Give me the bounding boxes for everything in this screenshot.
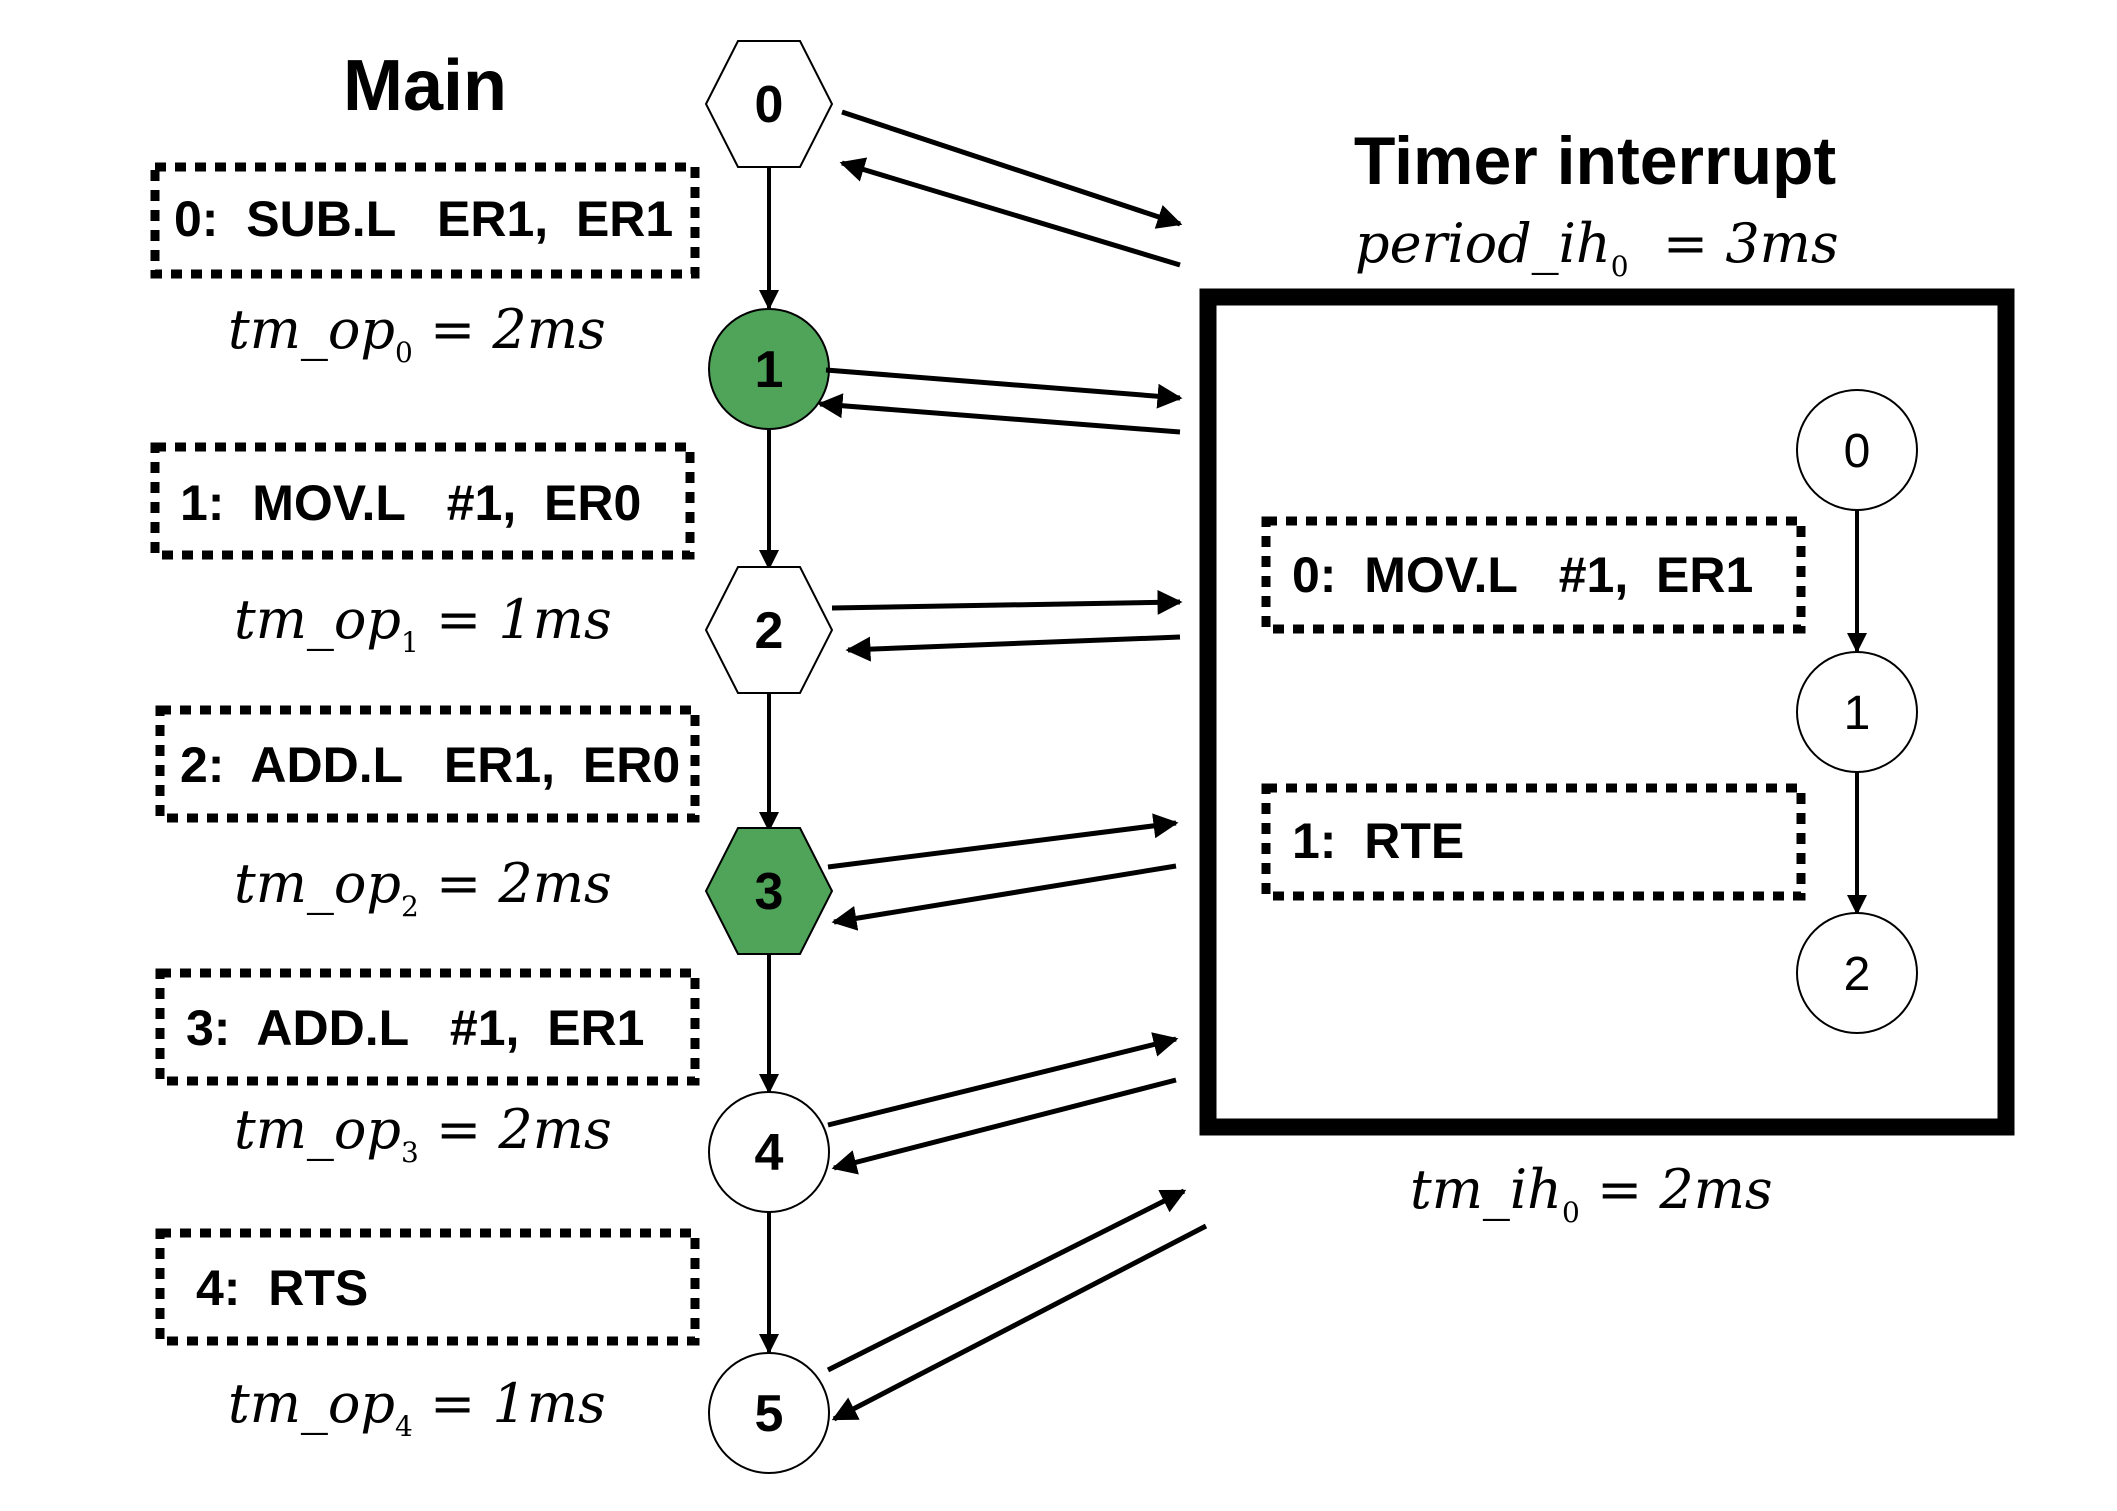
main-instruction-box-0 bbox=[150, 162, 700, 279]
call-arrow-1 bbox=[825, 367, 1183, 409]
main-timing-0-base: tm_op bbox=[228, 298, 395, 361]
interrupt-node-0-shape bbox=[1796, 389, 1918, 511]
return-arrow-2 bbox=[845, 634, 1181, 662]
main-timing-4-rest: = 1ms bbox=[413, 1372, 606, 1435]
main-node-1: 1 bbox=[708, 308, 830, 430]
main-node-1-label: 1 bbox=[755, 341, 784, 399]
interrupt-node-2-label: 2 bbox=[1844, 948, 1871, 1001]
main-timing-4-base: tm_op bbox=[228, 1372, 395, 1435]
interrupt-period: period_ih0 = 3ms bbox=[1355, 212, 1839, 283]
call-arrow-0 bbox=[841, 109, 1183, 229]
interrupt-period-base: period_ih bbox=[1355, 212, 1611, 275]
return-arrow-4 bbox=[831, 1077, 1177, 1175]
interrupt-instruction-box-1 bbox=[1261, 783, 1806, 901]
interrupt-node-0-label: 0 bbox=[1844, 425, 1871, 478]
main-node-2: 2 bbox=[704, 566, 834, 694]
interrupt-period-sub: 0 bbox=[1611, 250, 1629, 283]
main-instruction-1: 1: MOV.L #1, ER0 bbox=[180, 475, 641, 531]
interrupt-timing-sub: 0 bbox=[1562, 1196, 1580, 1229]
interrupt-call-arrows bbox=[817, 109, 1208, 1422]
return-arrow-0 bbox=[839, 157, 1181, 268]
main-timing-4-sub: 4 bbox=[395, 1410, 413, 1443]
interrupt-nodes: 0 1 2 bbox=[1796, 389, 1918, 1034]
main-title: Main bbox=[343, 46, 507, 126]
interrupt-instruction-box-0 bbox=[1261, 516, 1806, 634]
main-instruction-4: 4: RTS bbox=[196, 1260, 368, 1316]
interrupt-timing-rest: = 2ms bbox=[1580, 1158, 1773, 1221]
main-node-5: 5 bbox=[708, 1352, 830, 1474]
main-timing-1-base: tm_op bbox=[234, 588, 401, 651]
main-node-0: 0 bbox=[704, 40, 834, 168]
main-instruction-box-2 bbox=[155, 705, 700, 823]
call-arrow-5 bbox=[826, 1188, 1187, 1373]
interrupt-instruction-0: 0: MOV.L #1, ER1 bbox=[1292, 547, 1753, 603]
interrupt-period-rest: = 3ms bbox=[1629, 212, 1839, 275]
main-node-2-label: 2 bbox=[755, 602, 784, 660]
interrupt-node-1-shape bbox=[1796, 651, 1918, 773]
main-timing-0-rest: = 2ms bbox=[413, 298, 606, 361]
interrupt-node-1-label: 1 bbox=[1844, 687, 1871, 740]
main-timing-0: tm_op0 = 2ms bbox=[228, 298, 606, 369]
main-instruction-2: 2: ADD.L ER1, ER0 bbox=[180, 737, 680, 793]
call-arrow-3 bbox=[827, 813, 1179, 870]
main-timing-3-base: tm_op bbox=[234, 1098, 401, 1161]
main-timing-2: tm_op2 = 2ms bbox=[234, 852, 612, 923]
main-instruction-box-3 bbox=[155, 968, 700, 1086]
return-arrow-5 bbox=[831, 1223, 1208, 1422]
main-instruction-0: 0: SUB.L ER1, ER1 bbox=[174, 191, 673, 247]
interrupt-title: Timer interrupt bbox=[1354, 123, 1836, 199]
main-node-5-shape bbox=[708, 1352, 830, 1474]
main-timing-4: tm_op4 = 1ms bbox=[228, 1372, 606, 1443]
main-node-2-shape bbox=[704, 566, 834, 694]
main-node-4-label: 4 bbox=[755, 1124, 784, 1182]
interrupt-instruction-1: 1: RTE bbox=[1292, 813, 1464, 869]
interrupt-handler-frame bbox=[1199, 288, 2015, 1136]
main-timing-1: tm_op1 = 1ms bbox=[234, 588, 612, 659]
interrupt-instruction-boxes bbox=[1261, 516, 1806, 901]
interrupt-timing-base: tm_ih bbox=[1410, 1158, 1562, 1221]
main-timing-2-base: tm_op bbox=[234, 852, 401, 915]
call-arrow-2 bbox=[831, 589, 1183, 615]
main-timing-1-sub: 1 bbox=[401, 626, 419, 659]
main-timing-2-sub: 2 bbox=[401, 890, 419, 923]
interrupt-node-0: 0 bbox=[1796, 389, 1918, 511]
main-node-5-label: 5 bbox=[755, 1385, 784, 1443]
main-node-0-label: 0 bbox=[755, 76, 784, 134]
main-instruction-boxes bbox=[150, 162, 700, 1346]
call-arrow-4 bbox=[827, 1032, 1179, 1128]
main-instruction-3: 3: ADD.L #1, ER1 bbox=[186, 1000, 644, 1056]
main-timing-3-rest: = 2ms bbox=[419, 1098, 612, 1161]
interrupt-node-2: 2 bbox=[1796, 912, 1918, 1034]
return-arrow-1 bbox=[817, 393, 1181, 435]
main-node-3-shape bbox=[704, 827, 834, 955]
interrupt-node-1: 1 bbox=[1796, 651, 1918, 773]
main-timing-2-rest: = 2ms bbox=[419, 852, 612, 915]
main-timing-0-sub: 0 bbox=[395, 336, 413, 369]
main-timing-1-rest: = 1ms bbox=[419, 588, 612, 651]
main-node-4: 4 bbox=[708, 1091, 830, 1213]
return-arrow-3 bbox=[831, 863, 1177, 931]
interrupt-timing: tm_ih0 = 2ms bbox=[1410, 1158, 1773, 1229]
main-timing-3: tm_op3 = 2ms bbox=[234, 1098, 612, 1169]
main-instruction-box-1 bbox=[150, 442, 695, 560]
interrupt-node-2-shape bbox=[1796, 912, 1918, 1034]
main-node-3-label: 3 bbox=[755, 863, 784, 921]
main-node-4-shape bbox=[708, 1091, 830, 1213]
main-node-3: 3 bbox=[704, 827, 834, 955]
main-timing-3-sub: 3 bbox=[401, 1136, 419, 1169]
main-nodes: 0 1 2 3 4 5 bbox=[704, 40, 834, 1474]
main-node-0-shape bbox=[704, 40, 834, 168]
main-instruction-box-4 bbox=[155, 1228, 700, 1346]
